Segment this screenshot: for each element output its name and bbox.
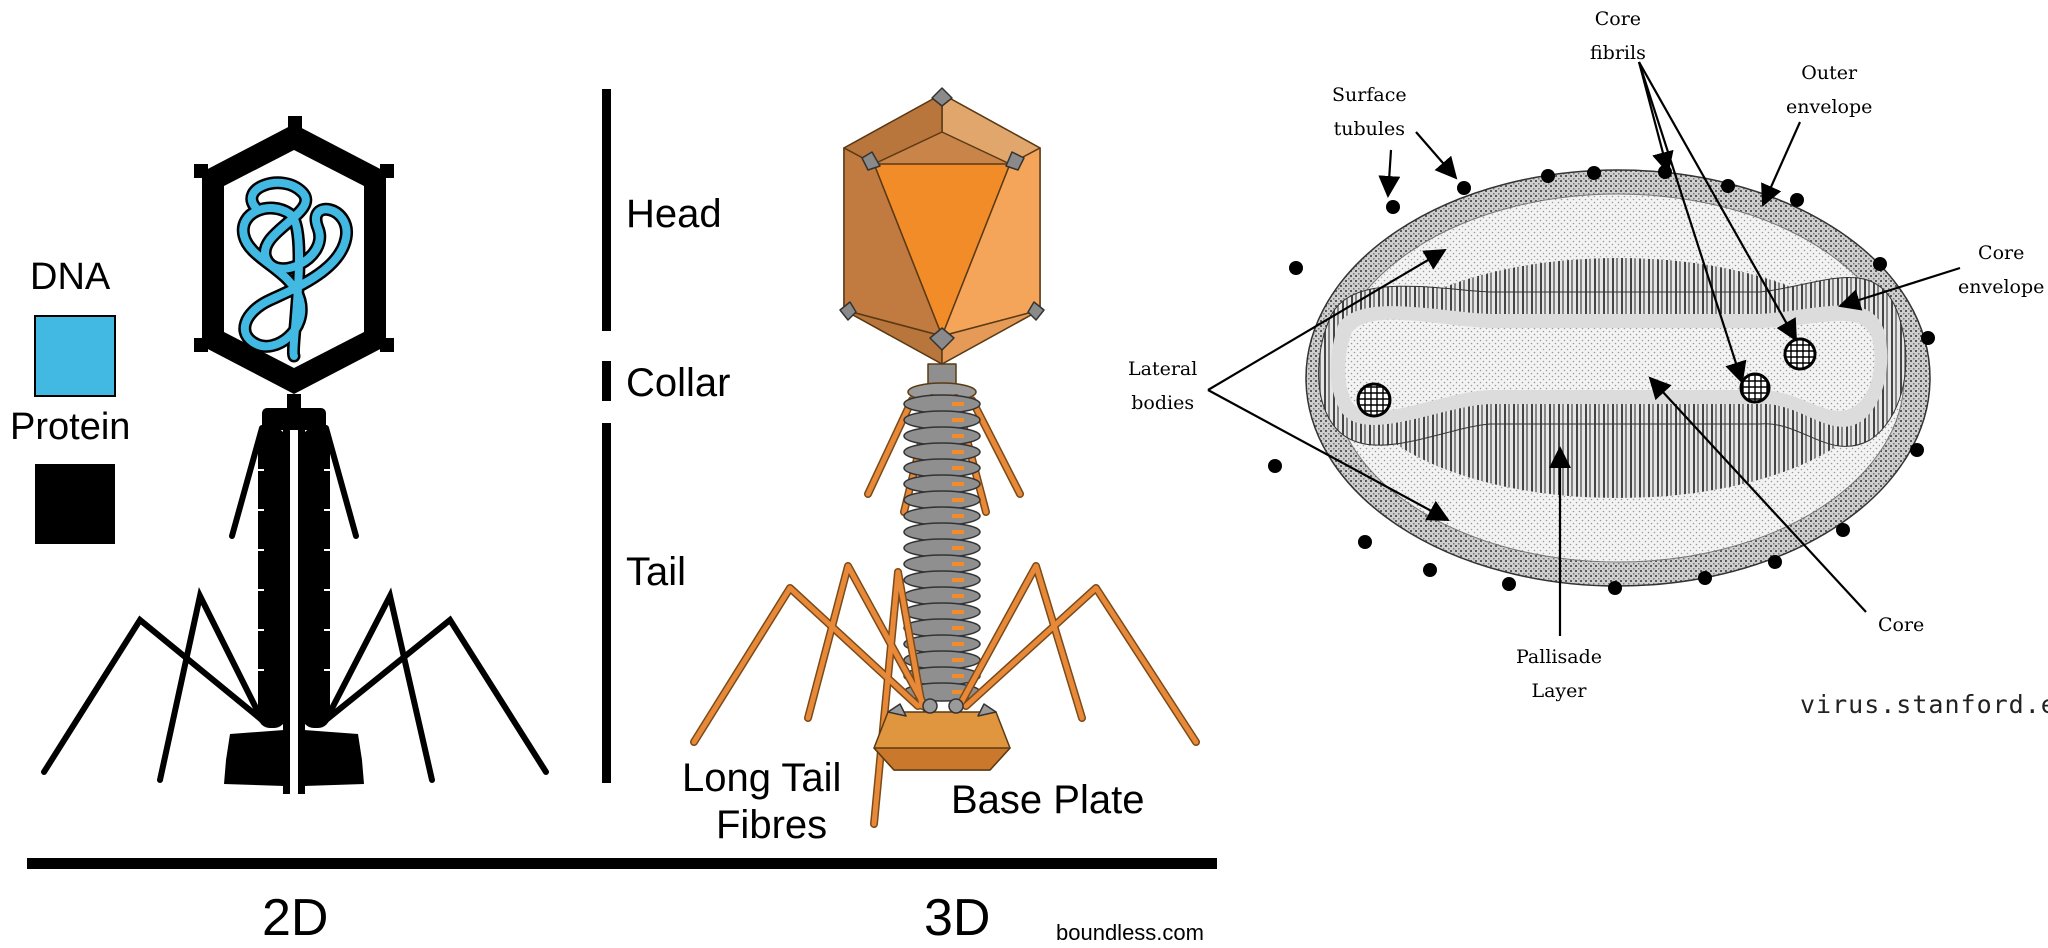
tail-sheath-accent xyxy=(952,626,964,630)
collar-bar xyxy=(602,361,611,401)
baseline-bar xyxy=(27,858,1217,869)
tail-sheath-accent xyxy=(952,450,964,454)
label-long-tail-fibres-line2: Fibres xyxy=(716,803,827,848)
tail-sheath-accent xyxy=(952,546,964,550)
tail-sheath-accent xyxy=(952,562,964,566)
tail-sheath-accent xyxy=(952,434,964,438)
legend-protein-label: Protein xyxy=(10,406,130,449)
caption-3d: 3D xyxy=(924,888,990,948)
protein-swatch xyxy=(35,464,115,544)
tail-sheath-accent xyxy=(952,578,964,582)
tail-sheath-accent xyxy=(952,514,964,518)
label-tail: Tail xyxy=(626,550,686,595)
label-collar: Collar xyxy=(626,361,730,406)
tail-sheath-accent xyxy=(952,674,964,678)
tail-sheath-accent xyxy=(952,530,964,534)
label-head: Head xyxy=(626,192,722,237)
label-base-plate: Base Plate xyxy=(951,778,1144,823)
credit-stanford: virus.stanford.edu xyxy=(1800,690,2048,719)
tail-sheath-accent xyxy=(952,402,964,406)
tail-sheath-accent xyxy=(952,594,964,598)
tail-sheath-accent xyxy=(952,498,964,502)
tail-sheath-accent xyxy=(952,642,964,646)
label-long-tail-fibres-line1: Long Tail xyxy=(682,756,841,801)
phage-2d xyxy=(44,116,546,794)
poxvirus-diagram xyxy=(1268,165,1935,595)
tail-sheath-accent xyxy=(952,418,964,422)
label-core: Core xyxy=(1878,608,1924,642)
credit-boundless: boundless.com xyxy=(1056,920,1204,946)
tail-sheath-accent xyxy=(952,482,964,486)
tail-sheath-accent xyxy=(952,610,964,614)
tail-bar xyxy=(602,423,611,783)
tail-sheath-accent xyxy=(952,658,964,662)
caption-2d: 2D xyxy=(262,888,328,948)
tail-sheath-accent xyxy=(952,466,964,470)
dna-swatch xyxy=(35,316,115,396)
phage-3d xyxy=(694,88,1196,824)
head-bar xyxy=(602,89,611,331)
legend-dna-label: DNA xyxy=(30,256,110,299)
